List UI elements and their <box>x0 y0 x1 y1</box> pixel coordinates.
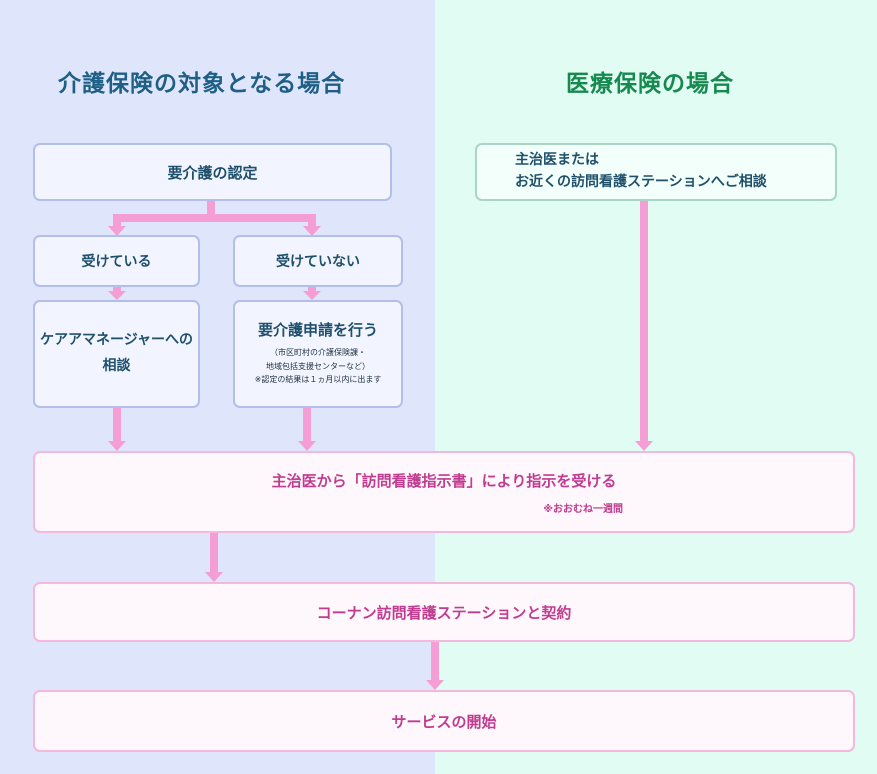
care-manager-line-1: ケアアマネージャーへの <box>39 332 194 349</box>
service-start-label: サービスの開始 <box>391 712 497 731</box>
shujii-consult-line-1: 主治医または <box>515 152 599 169</box>
shinsei-note: （市区町村の介護保険課・ 地域包括支援センターなど） <box>266 346 370 374</box>
shinsei-note-line-2: 地域包括支援センターなど） <box>266 362 370 371</box>
uketeinai-label: 受けていない <box>276 254 360 270</box>
arrow-shinsei-stem <box>303 408 311 442</box>
kaigo-section-title: 介護保険の対象となる場合 <box>58 71 346 97</box>
arrow-uke-stem <box>113 287 121 292</box>
arrow-shinsei-head <box>298 441 316 451</box>
arrow-shujii-stem <box>640 201 648 442</box>
iryo-section-title: 医療保険の場合 <box>566 71 734 97</box>
service-start-box: サービスの開始 <box>33 690 855 752</box>
arrow-shiji-stem <box>210 533 218 573</box>
arrow-branch-right-head <box>303 226 321 236</box>
shinsei-note-line-1: （市区町村の介護保険課・ <box>270 348 366 357</box>
arrow-branch-bar <box>113 214 316 222</box>
uketeinai-box: 受けていない <box>233 235 403 287</box>
nintei-label: 要介護の認定 <box>167 163 258 182</box>
shinsei-box: 要介護申請を行う （市区町村の介護保険課・ 地域包括支援センターなど） ※認定の… <box>233 300 403 408</box>
arrow-branch-right-stem <box>308 214 316 227</box>
arrow-branch-left-stem <box>113 214 121 227</box>
arrow-shujii-head <box>635 441 653 451</box>
care-manager-box: ケアアマネージャーへの 相談 <box>33 300 200 408</box>
care-manager-line-2: 相談 <box>102 358 131 374</box>
nintei-box: 要介護の認定 <box>33 143 392 201</box>
arrow-nintei-stem <box>207 201 215 218</box>
arrow-shiji-head <box>205 572 223 582</box>
arrow-uke-head <box>108 291 126 300</box>
arrow-care-stem <box>113 408 121 442</box>
shinsei-title: 要介護申請を行う <box>257 321 378 339</box>
arrow-keiyaku-stem <box>431 642 439 681</box>
shujii-consult-box: 主治医または お近くの訪問看護ステーションへご相談 <box>475 143 837 201</box>
uketeiru-box: 受けている <box>33 235 200 287</box>
shujii-consult-line-2: お近くの訪問看護ステーションへご相談 <box>515 174 767 190</box>
arrow-care-head <box>108 441 126 451</box>
arrow-ukenai-stem <box>308 287 316 292</box>
shiji-box: 主治医から「訪問看護指示書」により指示を受ける ※おおむね一週間 <box>33 451 855 533</box>
shiji-label: 主治医から「訪問看護指示書」により指示を受ける <box>271 471 617 490</box>
arrow-branch-left-head <box>108 226 126 236</box>
shinsei-note-result: ※認定の結果は１ヵ月以内に出ます <box>254 375 382 384</box>
shiji-duration-note: ※おおむね一週間 <box>543 503 623 515</box>
uketeiru-label: 受けている <box>81 254 152 270</box>
arrow-keiyaku-head <box>426 680 444 690</box>
iryo-section-background <box>435 0 877 774</box>
keiyaku-label: コーナン訪問看護ステーションと契約 <box>316 603 572 622</box>
keiyaku-box: コーナン訪問看護ステーションと契約 <box>33 582 855 642</box>
arrow-ukenai-head <box>303 291 321 300</box>
